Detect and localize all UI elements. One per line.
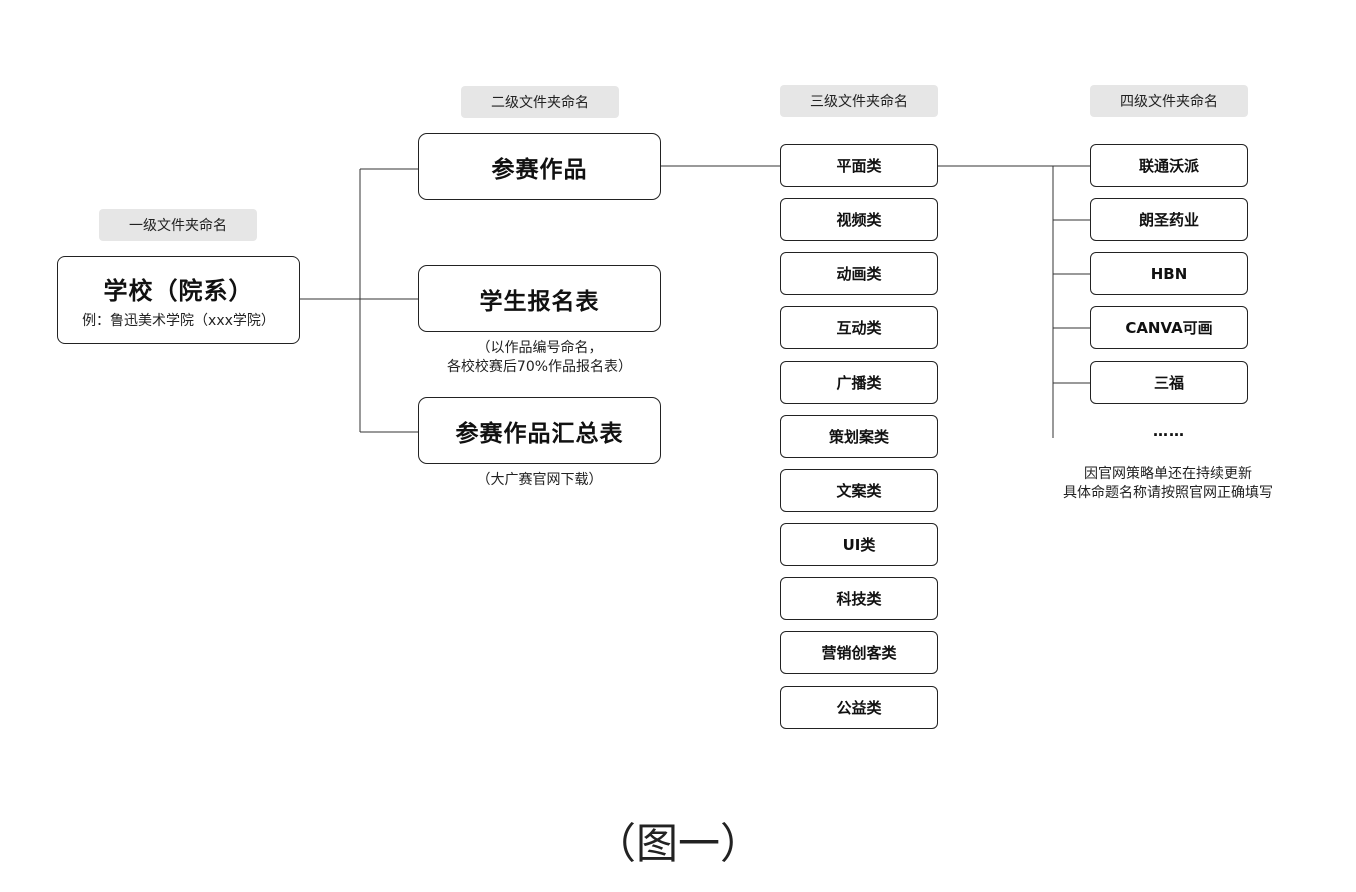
- level3-node-label: 广播类: [836, 374, 882, 392]
- level4-node-label: CANVA可画: [1125, 319, 1213, 337]
- level3-node-label: 文案类: [836, 482, 882, 500]
- level1-tag: 一级文件夹命名: [99, 209, 257, 241]
- level3-node-interactive: 互动类: [780, 306, 938, 349]
- level2-node-label: 参赛作品: [491, 156, 588, 183]
- level4-node-topic-2: 朗圣药业: [1090, 198, 1248, 241]
- level3-node-label: 策划案类: [828, 428, 889, 446]
- level3-node-public-welfare: 公益类: [780, 686, 938, 729]
- level3-node-animation: 动画类: [780, 252, 938, 295]
- level4-node-label: 联通沃派: [1138, 157, 1199, 175]
- level3-node-copywriting: 文案类: [780, 469, 938, 512]
- level2-node-entries: 参赛作品: [418, 133, 661, 200]
- level3-node-planning: 策划案类: [780, 415, 938, 458]
- level4-ellipsis: ……: [1153, 422, 1185, 440]
- note-line: 具体命题名称请按照官网正确填写: [1063, 485, 1273, 501]
- level2-node-label: 学生报名表: [479, 288, 600, 315]
- level3-node-label: 视频类: [836, 211, 882, 229]
- level3-node-label: 平面类: [836, 157, 882, 175]
- level4-tag: 四级文件夹命名: [1090, 85, 1248, 117]
- note-line: （以作品编号命名，: [476, 340, 603, 356]
- level3-node-ui: UI类: [780, 523, 938, 566]
- note-line: （大广赛官网下载）: [476, 472, 603, 488]
- level4-node-label: HBN: [1150, 264, 1188, 283]
- level2-node-signup-form: 学生报名表: [418, 265, 661, 332]
- level3-node-technology: 科技类: [780, 577, 938, 620]
- level4-node-topic-5: 三福: [1090, 361, 1248, 404]
- root-node: 学校（院系） 例：鲁迅美术学院（xxx学院）: [57, 256, 300, 344]
- level3-tag: 三级文件夹命名: [780, 85, 938, 117]
- level3-node-label: 公益类: [836, 699, 882, 717]
- level3-node-label: 动画类: [836, 265, 882, 283]
- level3-node-label: 科技类: [836, 590, 882, 608]
- level4-note: 因官网策略单还在持续更新 具体命题名称请按照官网正确填写: [1030, 465, 1306, 503]
- level4-node-label: 朗圣药业: [1138, 211, 1199, 229]
- summary-note: （大广赛官网下载）: [418, 471, 661, 490]
- level3-node-video: 视频类: [780, 198, 938, 241]
- level2-node-label: 参赛作品汇总表: [455, 420, 624, 447]
- note-line: 因官网策略单还在持续更新: [1084, 466, 1252, 482]
- level4-node-topic-4: CANVA可画: [1090, 306, 1248, 349]
- level3-node-radio: 广播类: [780, 361, 938, 404]
- level3-node-label: 营销创客类: [821, 644, 897, 662]
- figure-caption: （图一）: [593, 819, 762, 868]
- level3-node-print: 平面类: [780, 144, 938, 187]
- signup-form-note: （以作品编号命名， 各校校赛后70%作品报名表）: [418, 339, 661, 377]
- level2-node-summary: 参赛作品汇总表: [418, 397, 661, 464]
- level4-node-topic-1: 联通沃派: [1090, 144, 1248, 187]
- level3-node-label: 互动类: [836, 319, 882, 337]
- level3-node-label: UI类: [842, 536, 876, 554]
- root-example: 例：鲁迅美术学院（xxx学院）: [82, 312, 275, 329]
- root-title: 学校（院系）: [103, 276, 254, 305]
- level3-node-marketing-maker: 营销创客类: [780, 631, 938, 674]
- note-line: 各校校赛后70%作品报名表）: [446, 359, 633, 375]
- level4-node-label: 三福: [1153, 374, 1184, 392]
- level4-node-topic-3: HBN: [1090, 252, 1248, 295]
- level2-tag: 二级文件夹命名: [461, 86, 619, 118]
